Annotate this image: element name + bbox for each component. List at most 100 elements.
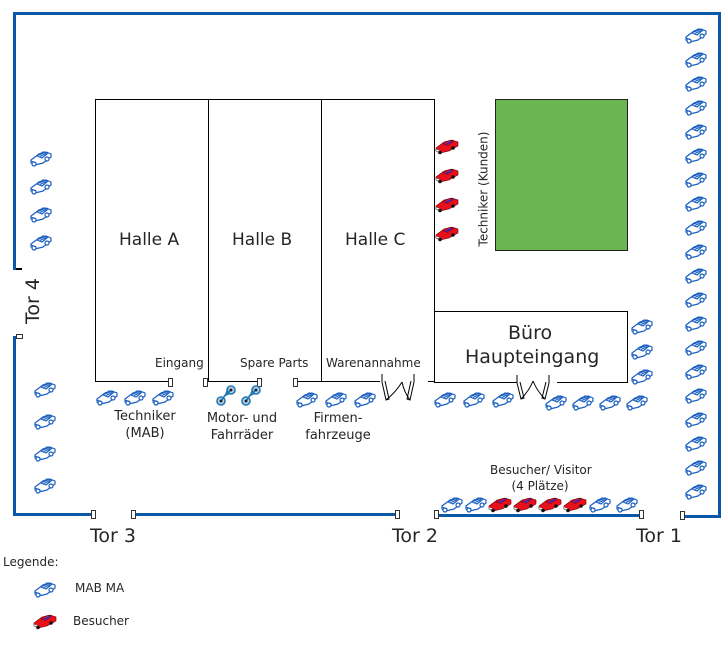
car-mab-icon bbox=[684, 170, 708, 188]
car-mab-icon bbox=[684, 26, 708, 44]
car-visitor-icon bbox=[538, 495, 562, 513]
bike-icon bbox=[216, 383, 236, 407]
door-post bbox=[293, 378, 298, 387]
gate-post bbox=[395, 510, 400, 519]
car-mab-icon bbox=[598, 393, 622, 411]
gate-post bbox=[16, 334, 23, 339]
fence-bottom-4 bbox=[683, 515, 721, 518]
car-mab-icon bbox=[33, 412, 57, 430]
entrance-label-warenannahme: Warenannahme bbox=[326, 356, 421, 370]
car-visitor-icon bbox=[513, 495, 537, 513]
car-visitor-icon bbox=[435, 137, 459, 155]
car-mab-icon bbox=[33, 580, 57, 598]
double-door-icon bbox=[381, 374, 415, 401]
gate-post bbox=[639, 510, 644, 519]
car-mab-icon bbox=[684, 266, 708, 284]
hall-a-label: Halle A bbox=[119, 230, 180, 250]
car-mab-icon bbox=[151, 388, 175, 406]
car-mab-icon bbox=[33, 380, 57, 398]
parking-label-firmenfahrzeuge: Firmen- fahrzeuge bbox=[305, 411, 371, 443]
car-mab-icon bbox=[588, 495, 612, 513]
gate-label-tor-4: Tor 4 bbox=[21, 278, 44, 324]
car-mab-icon bbox=[462, 390, 486, 408]
car-mab-icon bbox=[29, 233, 53, 251]
gate-post bbox=[91, 510, 96, 519]
gate-label-tor-3: Tor 3 bbox=[90, 525, 136, 547]
gate-post bbox=[16, 268, 22, 270]
fence-left-upper bbox=[13, 12, 16, 270]
car-mab-icon bbox=[491, 390, 515, 408]
car-mab-icon bbox=[615, 495, 639, 513]
double-door-icon bbox=[516, 375, 550, 400]
car-mab-icon bbox=[123, 388, 147, 406]
car-mab-icon bbox=[29, 149, 53, 167]
hall-b-label: Halle B bbox=[232, 230, 293, 250]
car-mab-icon bbox=[571, 393, 595, 411]
fence-left-lower bbox=[13, 336, 16, 516]
car-mab-icon bbox=[630, 317, 654, 335]
hall-c-label: Halle C bbox=[345, 230, 406, 250]
parking-label-techniker-mab: Techniker (MAB) bbox=[114, 409, 176, 441]
bike-icon bbox=[241, 383, 261, 407]
car-mab-icon bbox=[544, 393, 568, 411]
car-mab-icon bbox=[684, 242, 708, 260]
car-visitor-icon bbox=[488, 495, 512, 513]
car-mab-icon bbox=[684, 458, 708, 476]
door-post bbox=[257, 378, 262, 387]
car-visitor-icon bbox=[33, 612, 57, 630]
legend-label-mab: MAB MA bbox=[75, 581, 125, 595]
car-mab-icon bbox=[353, 390, 377, 408]
car-mab-icon bbox=[625, 393, 649, 411]
parking-label-techniker-kunden: Techniker (Kunden) bbox=[476, 131, 491, 247]
car-mab-icon bbox=[684, 362, 708, 380]
door-post bbox=[168, 378, 173, 387]
car-mab-icon bbox=[295, 390, 319, 408]
car-mab-icon bbox=[684, 386, 708, 404]
car-mab-icon bbox=[684, 194, 708, 212]
entrance-label-spare-parts: Spare Parts bbox=[240, 356, 309, 370]
car-mab-icon bbox=[440, 495, 464, 513]
car-mab-icon bbox=[29, 177, 53, 195]
gate-label-tor-1: Tor 1 bbox=[636, 525, 682, 547]
office-label-line2: Haupteingang bbox=[465, 346, 600, 368]
car-visitor-icon bbox=[563, 495, 587, 513]
car-mab-icon bbox=[630, 342, 654, 360]
car-visitor-icon bbox=[435, 195, 459, 213]
car-mab-icon bbox=[684, 218, 708, 236]
entrance-label-eingang: Eingang bbox=[155, 356, 204, 370]
car-mab-icon bbox=[464, 495, 488, 513]
car-mab-icon bbox=[433, 390, 457, 408]
parking-label-visitor: Besucher/ Visitor (4 Plätze) bbox=[490, 463, 592, 493]
fence-bottom-3 bbox=[437, 514, 641, 517]
car-mab-icon bbox=[33, 444, 57, 462]
parking-label-bikes: Motor- und Fahrräder bbox=[206, 411, 278, 443]
gate-label-tor-2: Tor 2 bbox=[392, 525, 438, 547]
car-mab-icon bbox=[684, 290, 708, 308]
car-mab-icon bbox=[684, 50, 708, 68]
gate-post bbox=[131, 510, 136, 519]
fence-bottom-2 bbox=[133, 513, 397, 516]
car-mab-icon bbox=[324, 390, 348, 408]
fence-bottom-1 bbox=[13, 513, 93, 516]
car-mab-icon bbox=[684, 338, 708, 356]
car-mab-icon bbox=[29, 205, 53, 223]
car-mab-icon bbox=[630, 367, 654, 385]
gate-post bbox=[680, 511, 685, 520]
car-mab-icon bbox=[684, 146, 708, 164]
car-mab-icon bbox=[33, 476, 57, 494]
car-mab-icon bbox=[95, 388, 119, 406]
fence-top bbox=[13, 12, 721, 15]
office-label-line1: Büro bbox=[508, 322, 553, 344]
car-mab-icon bbox=[684, 122, 708, 140]
door-post bbox=[203, 378, 208, 387]
gate-post bbox=[434, 510, 439, 519]
office-building bbox=[434, 311, 628, 383]
car-visitor-icon bbox=[435, 166, 459, 184]
car-mab-icon bbox=[684, 74, 708, 92]
car-visitor-icon bbox=[435, 224, 459, 242]
car-mab-icon bbox=[684, 482, 708, 500]
car-mab-icon bbox=[684, 314, 708, 332]
hall-b bbox=[208, 99, 322, 382]
car-mab-icon bbox=[684, 434, 708, 452]
green-area bbox=[495, 99, 628, 251]
